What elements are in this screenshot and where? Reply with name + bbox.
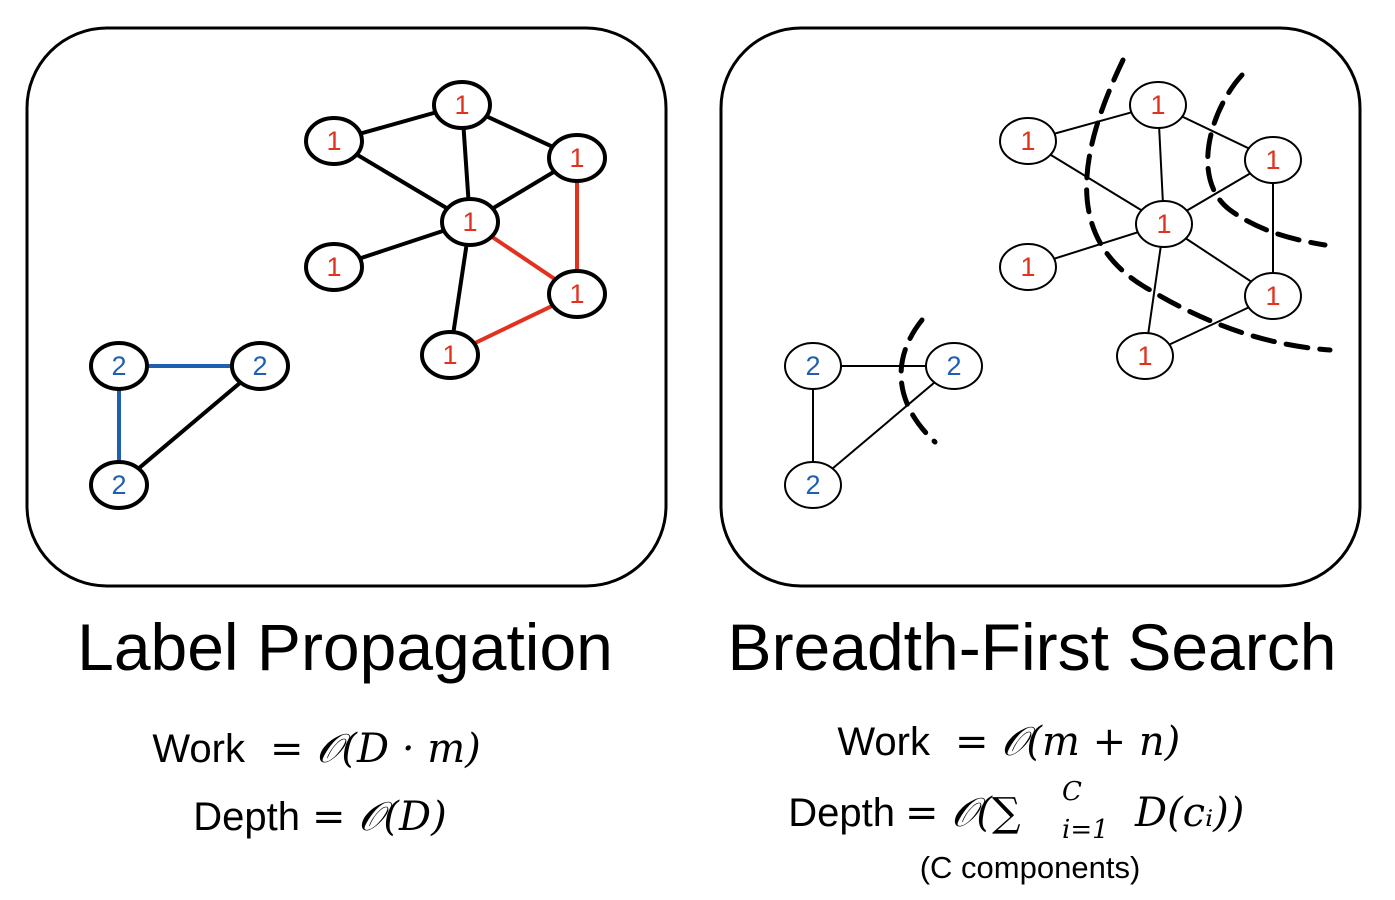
svg-text:2: 2 — [805, 351, 820, 381]
depth-formula-superscript: C — [1062, 777, 1082, 807]
depth-formula-prefix: = 𝒪(∑ — [905, 790, 1021, 836]
graph-node: 1 — [1129, 81, 1187, 129]
label-propagation-title: Label Propagation — [77, 610, 613, 684]
svg-text:2: 2 — [805, 470, 820, 500]
graph-node: 1 — [304, 116, 364, 166]
graph-node: 2 — [925, 342, 983, 390]
frontier-arc — [1084, 57, 1333, 353]
graph-node: 1 — [432, 80, 492, 130]
graph-node: 1 — [420, 330, 480, 380]
work-formula: = 𝒪(D · m) — [270, 726, 481, 772]
graph-node: 2 — [89, 460, 149, 510]
components-note: (C components) — [920, 850, 1141, 885]
graph-node: 1 — [547, 133, 607, 183]
svg-text:1: 1 — [326, 252, 341, 282]
label-propagation-panel: 1 1 1 1 1 1 1 2 2 2 — [25, 26, 668, 588]
edge — [117, 364, 262, 487]
work-formula: = 𝒪(m + n) — [955, 719, 1180, 765]
svg-text:1: 1 — [1150, 90, 1165, 120]
graph-node: 2 — [230, 341, 290, 391]
graph-node: 1 — [1244, 136, 1302, 184]
svg-text:1: 1 — [569, 279, 584, 309]
svg-text:2: 2 — [946, 351, 961, 381]
svg-text:1: 1 — [442, 340, 457, 370]
graph-node: 1 — [304, 242, 364, 292]
svg-text:1: 1 — [454, 90, 469, 120]
svg-text:2: 2 — [111, 351, 126, 381]
graph-node: 2 — [784, 461, 842, 509]
svg-text:1: 1 — [1020, 126, 1035, 156]
left-nodes: 1 1 1 1 1 1 1 2 2 2 — [89, 80, 607, 510]
bfs-panel: 1 1 1 1 1 1 1 2 2 2 — [719, 26, 1362, 588]
svg-text:1: 1 — [326, 126, 341, 156]
svg-text:1: 1 — [1265, 145, 1280, 175]
work-label: Work — [152, 727, 246, 771]
graph-node: 1 — [547, 269, 607, 319]
right-nodes: 1 1 1 1 1 1 1 2 2 2 — [784, 81, 1302, 509]
frontier-arc — [898, 317, 938, 445]
depth-formula: = 𝒪(D) — [312, 794, 447, 840]
work-label: Work — [837, 720, 931, 764]
frontier-arc — [1205, 72, 1328, 248]
label-propagation-complexity: Work = 𝒪(D · m) Depth = 𝒪(D) — [152, 726, 480, 840]
graph-node: 1 — [440, 197, 500, 247]
graph-node: 2 — [89, 341, 149, 391]
graph-node: 2 — [784, 342, 842, 390]
depth-formula-subscript: i=1 — [1062, 815, 1109, 845]
svg-text:1: 1 — [1265, 281, 1280, 311]
edge — [812, 365, 955, 486]
right-edges — [812, 104, 1274, 486]
svg-text:1: 1 — [462, 207, 477, 237]
graph-node: 1 — [999, 117, 1057, 165]
right-panel-frame — [719, 26, 1362, 588]
bfs-title: Breadth-First Search — [728, 610, 1337, 684]
depth-label: Depth — [193, 795, 300, 839]
graph-node: 1 — [1116, 332, 1174, 380]
svg-text:1: 1 — [1137, 341, 1152, 371]
bfs-frontiers — [898, 57, 1333, 445]
left-panel-frame — [25, 26, 668, 588]
svg-text:2: 2 — [111, 470, 126, 500]
svg-text:1: 1 — [1156, 209, 1171, 239]
bfs-complexity: Work = 𝒪(m + n) Depth = 𝒪(∑ C i=1 D(cᵢ))… — [788, 719, 1244, 885]
graph-node: 1 — [1244, 272, 1302, 320]
depth-label: Depth — [788, 791, 895, 835]
depth-formula-suffix: D(cᵢ)) — [1134, 790, 1244, 836]
svg-text:1: 1 — [569, 143, 584, 173]
graph-node: 1 — [1135, 200, 1193, 248]
svg-text:1: 1 — [1020, 252, 1035, 282]
svg-text:2: 2 — [252, 351, 267, 381]
graph-node: 1 — [999, 243, 1057, 291]
